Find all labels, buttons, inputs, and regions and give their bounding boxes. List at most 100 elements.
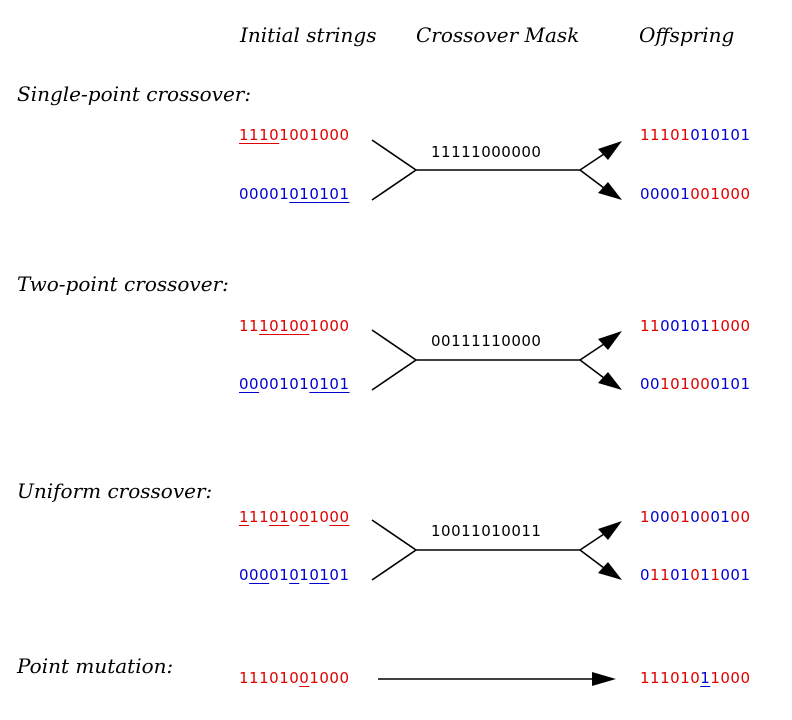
bit: 1 [650, 566, 661, 584]
bit: 0 [339, 317, 350, 335]
bit: 0 [249, 375, 260, 393]
bit: 1 [650, 126, 661, 144]
bit: 0 [690, 375, 701, 393]
offspring2-string: 01101011001 [640, 568, 751, 583]
bit: 0 [660, 317, 671, 335]
bit: 1 [299, 185, 310, 203]
bit: 1 [740, 375, 751, 393]
bit: 0 [239, 375, 250, 393]
bit: 0 [289, 317, 300, 335]
bit: 1 [279, 375, 290, 393]
bit: 0 [640, 185, 651, 203]
bit: 0 [269, 508, 280, 526]
bit: 0 [670, 317, 681, 335]
bit: 1 [279, 508, 290, 526]
split-line-upper [579, 343, 605, 361]
bit: 1 [239, 669, 250, 687]
bit: 0 [329, 317, 340, 335]
bit: 1 [680, 126, 691, 144]
bit: 1 [279, 126, 290, 144]
bit: 0 [670, 508, 681, 526]
bit: 0 [239, 566, 250, 584]
bit: 0 [700, 508, 711, 526]
bit: 0 [249, 566, 260, 584]
bit: 1 [710, 317, 721, 335]
arrowhead-icon [598, 182, 622, 200]
bit: 0 [339, 126, 350, 144]
split-line-lower [579, 359, 605, 379]
bit: 1 [279, 566, 290, 584]
bit: 0 [329, 185, 340, 203]
merge-line [371, 139, 418, 201]
header-offspring: Offspring [639, 23, 735, 47]
bit: 0 [289, 669, 300, 687]
bit: 0 [269, 566, 280, 584]
parent1-string: 11101001000 [239, 128, 350, 143]
bit: 0 [269, 317, 280, 335]
arrowhead-icon [598, 331, 622, 350]
parent1-string: 11101001000 [239, 319, 350, 334]
bit: 1 [660, 566, 671, 584]
bit: 0 [289, 185, 300, 203]
bit: 1 [309, 669, 320, 687]
arrowhead-icon [598, 562, 622, 580]
split-line-upper [579, 533, 605, 551]
bit: 0 [289, 126, 300, 144]
bit: 0 [700, 185, 711, 203]
bit: 0 [720, 566, 731, 584]
bit: 1 [700, 317, 711, 335]
bit: 0 [289, 566, 300, 584]
bit: 1 [319, 185, 330, 203]
bit: 1 [239, 126, 250, 144]
arrowhead-icon [592, 672, 616, 686]
bit: 1 [239, 508, 250, 526]
bit: 1 [259, 669, 270, 687]
merge-line [371, 519, 418, 581]
bit: 1 [239, 317, 250, 335]
bit: 0 [690, 317, 701, 335]
bit: 1 [680, 185, 691, 203]
bit: 0 [299, 508, 310, 526]
bit: 0 [640, 375, 651, 393]
offspring2-string: 00101000101 [640, 377, 751, 392]
parent2-string: 00001010101 [239, 377, 350, 392]
bit: 1 [279, 669, 290, 687]
bit: 0 [690, 508, 701, 526]
bit: 1 [319, 566, 330, 584]
bit: 0 [740, 508, 751, 526]
bit: 0 [730, 185, 741, 203]
bit: 1 [720, 375, 731, 393]
bit: 0 [339, 508, 350, 526]
bit: 0 [329, 566, 340, 584]
bit: 1 [650, 317, 661, 335]
bit: 1 [700, 126, 711, 144]
bit: 0 [299, 317, 310, 335]
bit: 1 [319, 375, 330, 393]
mutation-before-string: 11101001000 [239, 671, 350, 686]
bit: 1 [700, 669, 711, 687]
bit: 0 [309, 375, 320, 393]
bit: 1 [249, 669, 260, 687]
offspring1-string: 11001011000 [640, 319, 751, 334]
arrowhead-icon [598, 521, 622, 540]
bit: 0 [730, 126, 741, 144]
bit: 0 [299, 669, 310, 687]
bit: 1 [249, 508, 260, 526]
bit: 0 [660, 185, 671, 203]
bit: 1 [680, 566, 691, 584]
bit: 1 [259, 508, 270, 526]
bit: 0 [269, 126, 280, 144]
bit: 0 [730, 317, 741, 335]
parent1-string: 11101001000 [239, 510, 350, 525]
bit: 1 [299, 375, 310, 393]
offspring1-string: 11101010101 [640, 128, 751, 143]
bit: 0 [289, 508, 300, 526]
bit: 1 [710, 185, 721, 203]
label-single-point: Single-point crossover: [17, 82, 252, 106]
bit: 1 [710, 566, 721, 584]
arrowhead-icon [598, 141, 622, 160]
bit: 0 [640, 566, 651, 584]
bit: 1 [640, 317, 651, 335]
bit: 0 [690, 126, 701, 144]
